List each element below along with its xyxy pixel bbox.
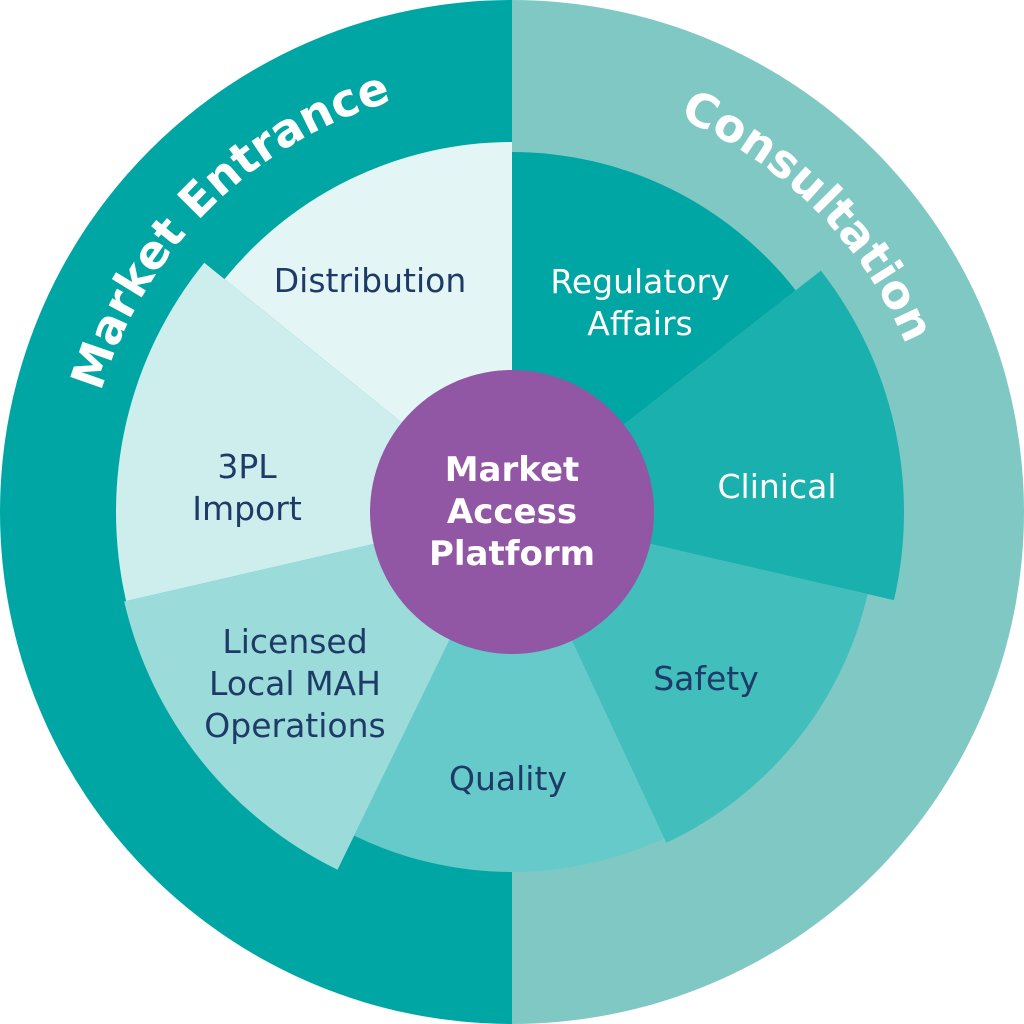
- hub-label-line-1: Market: [445, 450, 580, 490]
- segment-label-3-line-1: Safety: [653, 659, 759, 698]
- segment-label-1-line-1: Regulatory: [550, 262, 729, 301]
- center-hub: [370, 370, 654, 654]
- hub-label-line-3: Platform: [429, 534, 595, 574]
- segment-label-1-line-2: Affairs: [587, 304, 692, 343]
- segment-label-5-line-2: Local MAH: [209, 664, 381, 703]
- segment-label-4-line-1: Quality: [449, 759, 567, 798]
- segment-label-2-line-1: Clinical: [718, 467, 837, 506]
- segment-label-6-line-2: Import: [192, 489, 302, 528]
- segment-wedge-4: [354, 512, 665, 872]
- segment-label-5-line-3: Operations: [204, 706, 385, 745]
- segment-label-7-line-1: Distribution: [274, 261, 467, 300]
- hub-label-line-2: Access: [447, 492, 577, 532]
- segment-label-5-line-1: Licensed: [222, 622, 367, 661]
- segment-label-6-line-1: 3PL: [217, 447, 277, 486]
